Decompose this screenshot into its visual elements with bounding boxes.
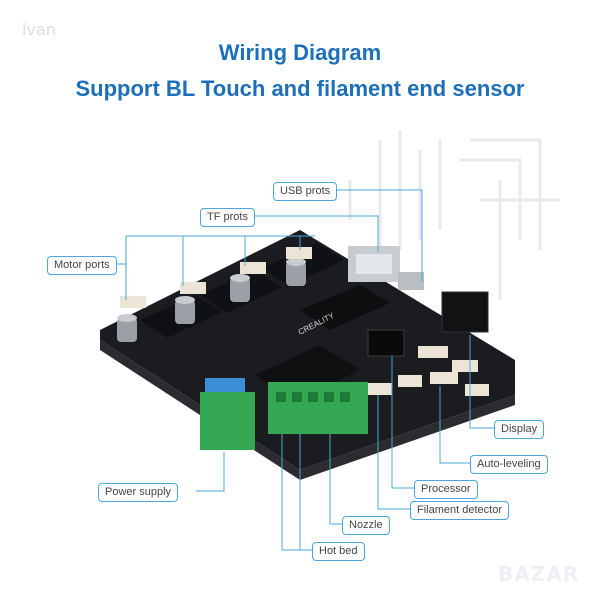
usb-port (398, 272, 424, 290)
heater-terminals (268, 382, 368, 434)
jst-connectors (120, 247, 489, 396)
label-nozzle: Nozzle (342, 516, 390, 535)
label-auto-leveling: Auto-leveling (470, 455, 548, 474)
label-usb-ports: USB prots (273, 182, 338, 201)
label-tf-ports: TF prots (200, 208, 255, 227)
label-filament-detector: Filament detector (410, 501, 509, 520)
watermark-text: ivan (22, 20, 56, 39)
diagram-title: Wiring Diagram (218, 40, 382, 65)
display-header (441, 291, 489, 333)
diagram-subtitle: Support BL Touch and filament end sensor (75, 76, 525, 101)
bazar-watermark: BAZAR (498, 562, 580, 586)
label-hot-bed: Hot bed (312, 542, 365, 561)
power-terminal (200, 392, 255, 450)
label-motor-ports: Motor ports (47, 256, 117, 275)
label-power-supply: Power supply (98, 483, 179, 502)
label-display: Display (494, 420, 545, 439)
label-processor: Processor (414, 480, 478, 499)
capacitors (117, 258, 306, 342)
leader-lines (116, 189, 494, 551)
processor-chip (367, 329, 405, 357)
